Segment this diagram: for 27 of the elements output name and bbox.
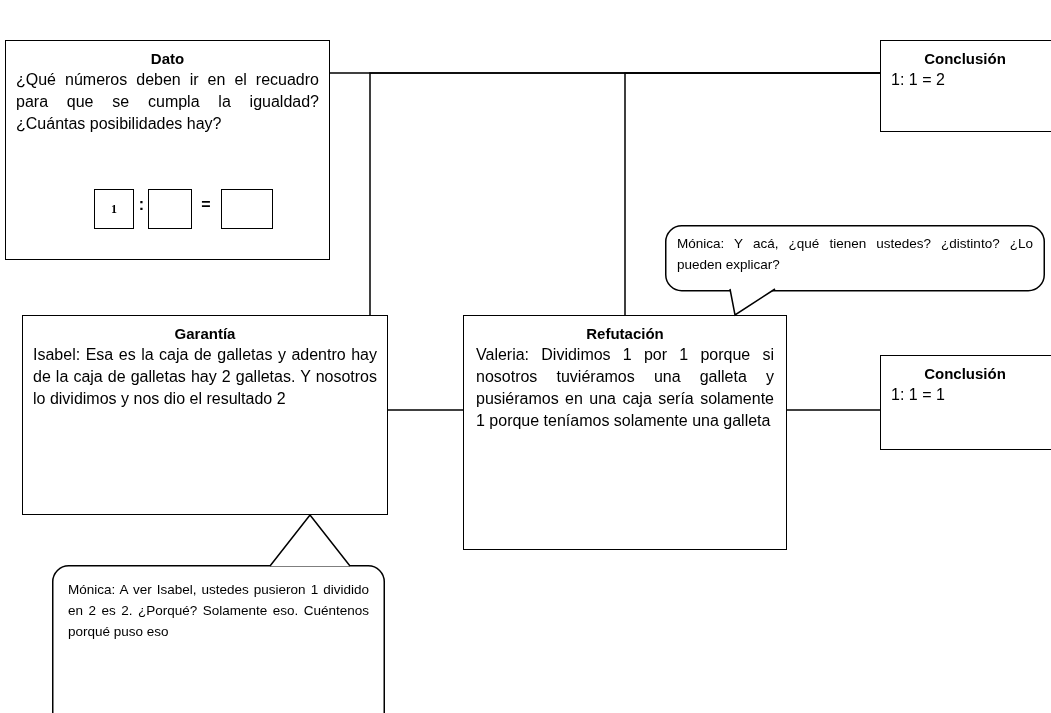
heading: Conclusión [923, 364, 1007, 384]
body-text: Isabel: Esa es la caja de galletas y adentro hay de la caja de galletas hay 2 galletas. Y nosotros lo dividimos y nos dio el resultado 2 [33, 345, 377, 409]
conclusion-box [880, 355, 1051, 450]
heading: Dato [149, 49, 186, 69]
body-text: Valeria: Dividimos 1 por 1 porque si nosotros tuviéramos una galleta y pusiéramos en una caja sería solamente 1 porque teníamos solamente una galleta [476, 345, 774, 431]
conclusion-box [880, 40, 1051, 132]
body-text: Mónica: A ver Isabel, ustedes pusieron 1 dividido en 2 es 2. ¿Porqué? Solamente eso. Cuéntenos porqué puso eso [68, 581, 369, 641]
warrant-box [22, 315, 388, 515]
operator-symbol: : [137, 196, 146, 214]
heading: Conclusión [923, 49, 1007, 69]
body-text: 1: 1 = 2 [891, 70, 946, 90]
connector-line [387, 409, 464, 411]
heading: Refutación [585, 324, 665, 344]
answer-box [148, 189, 192, 229]
speech-bubble [52, 515, 385, 713]
answer-box [221, 189, 273, 229]
body-text: 1: 1 = 1 [891, 385, 946, 405]
heading: Garantía [173, 324, 237, 344]
connector-line [786, 409, 881, 411]
body-text: Mónica: Y acá, ¿qué tienen ustedes? ¿distinto? ¿Lo pueden explicar? [677, 235, 1033, 274]
body-text: ¿Qué números deben ir en el recuadro para que se cumpla la igualdad? ¿Cuántas posibilidades hay? [16, 70, 319, 134]
answer-box: 1 [94, 189, 134, 229]
rebuttal-box [463, 315, 787, 550]
speech-bubble [665, 225, 1045, 315]
data-box [5, 40, 330, 260]
connector-line [624, 72, 881, 316]
operator-symbol: = [200, 196, 212, 214]
